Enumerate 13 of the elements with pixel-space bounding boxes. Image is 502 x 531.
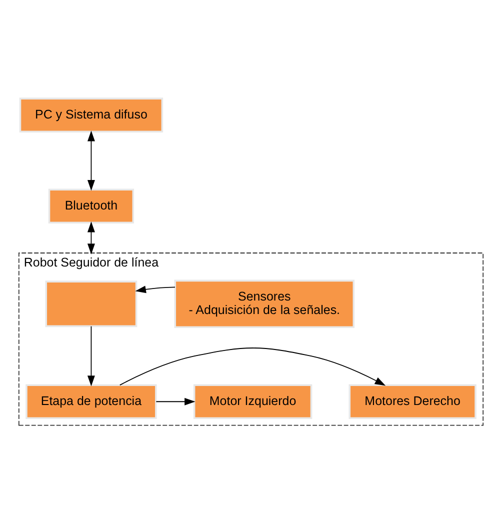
node-box (45, 280, 138, 328)
arrow (87, 130, 95, 191)
node-box: Sensores - Adquisición de la señales. (174, 280, 355, 328)
arrow (119, 348, 386, 386)
node-box: Bluetooth (48, 188, 134, 224)
node-box: Etapa de potencia (26, 384, 157, 420)
arrow (156, 398, 196, 406)
node-box: Motor Izquierdo (193, 384, 312, 420)
node-box: PC y Sistema difuso (19, 98, 164, 132)
node-box: Motores Derecho (348, 384, 476, 420)
arrow (87, 222, 95, 254)
arrow (87, 326, 95, 386)
arrow (135, 286, 176, 294)
